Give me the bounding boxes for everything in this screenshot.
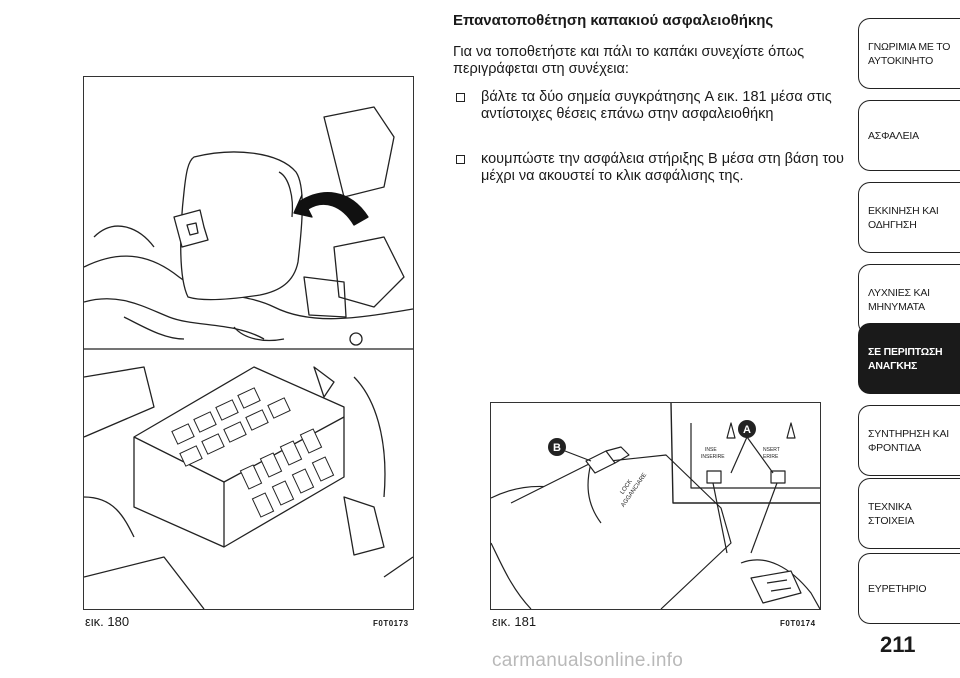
figure-181: A B INSE INSERIRE NSERT ERIRE LOCK AGGAN… <box>490 402 821 610</box>
cover-clip-illustration: A B INSE INSERIRE NSERT ERIRE LOCK AGGAN… <box>491 403 820 609</box>
tab-label: ΣΕ ΠΕΡΙΠΤΩΣΗ ΑΝΑΓΚΗΣ <box>868 345 943 372</box>
tab-label: ΤΕΧΝΙΚΑ ΣΤΟΙΧΕΙΑ <box>868 500 915 527</box>
label-b: B <box>553 442 561 454</box>
checkbox-bullet-icon <box>456 93 465 102</box>
figure-180-code: F0T0173 <box>373 619 409 628</box>
figure-180-caption: εικ. 180 <box>85 614 129 629</box>
figure-180 <box>83 76 414 610</box>
tab-starting-driving[interactable]: ΕΚΚΙΝΗΣΗ ΚΑΙ ΟΔΗΓΗΣΗ <box>858 182 960 253</box>
list-item-text: κουμπώστε την ασφάλεια στήριξης B μέσα σ… <box>481 151 844 184</box>
tab-label: ΛΥΧΝΙΕΣ ΚΑΙ ΜΗΝΥΜΑΤΑ <box>868 286 930 313</box>
tab-label: ΑΣΦΑΛΕΙΑ <box>868 129 919 142</box>
caption-number: 180 <box>107 614 130 629</box>
tab-label: ΕΚΚΙΝΗΣΗ ΚΑΙ ΟΔΗΓΗΣΗ <box>868 204 939 231</box>
caption-prefix: εικ. <box>85 614 104 629</box>
list-item-text: βάλτε τα δύο σημεία συγκράτησης A εικ. 1… <box>481 89 832 122</box>
section-heading: Επανατοποθέτηση καπακιού ασφαλειοθήκης <box>453 12 774 29</box>
caption-prefix: εικ. <box>492 614 511 629</box>
checkbox-bullet-icon <box>456 155 465 164</box>
insert-label-right-2: ERIRE <box>763 454 779 460</box>
tab-emergency[interactable]: ΣΕ ΠΕΡΙΠΤΩΣΗ ΑΝΑΓΚΗΣ <box>858 323 960 394</box>
figure-181-caption: εικ. 181 <box>492 614 536 629</box>
watermark: carmanualsonline.info <box>492 650 684 671</box>
figure-181-code: F0T0174 <box>780 619 816 628</box>
insert-label-left-2: INSERIRE <box>701 454 725 460</box>
tab-label: ΣΥΝΤΗΡΗΣΗ ΚΑΙ ΦΡΟΝΤΙΔΑ <box>868 427 949 454</box>
page-number: 211 <box>880 632 916 657</box>
tab-index[interactable]: ΕΥΡΕΤΗΡΙΟ <box>858 553 960 624</box>
tab-getting-to-know[interactable]: ΓΝΩΡΙΜΙΑ ΜΕ ΤΟ ΑΥΤΟΚΙΝΗΤΟ <box>858 18 960 89</box>
tab-label: ΕΥΡΕΤΗΡΙΟ <box>868 582 927 595</box>
intro-paragraph: Για να τοποθετήστε και πάλι το καπάκι συ… <box>453 44 805 77</box>
tab-label: ΓΝΩΡΙΜΙΑ ΜΕ ΤΟ ΑΥΤΟΚΙΝΗΤΟ <box>868 40 951 67</box>
label-a: A <box>743 424 751 436</box>
fuse-box-illustration <box>84 106 413 609</box>
caption-number: 181 <box>514 614 537 629</box>
insert-label-left-1: INSE <box>705 447 717 453</box>
tab-maintenance[interactable]: ΣΥΝΤΗΡΗΣΗ ΚΑΙ ΦΡΟΝΤΙΔΑ <box>858 405 960 476</box>
tab-technical-data[interactable]: ΤΕΧΝΙΚΑ ΣΤΟΙΧΕΙΑ <box>858 478 960 549</box>
tab-safety[interactable]: ΑΣΦΑΛΕΙΑ <box>858 100 960 171</box>
insert-label-right-1: NSERT <box>763 447 780 453</box>
